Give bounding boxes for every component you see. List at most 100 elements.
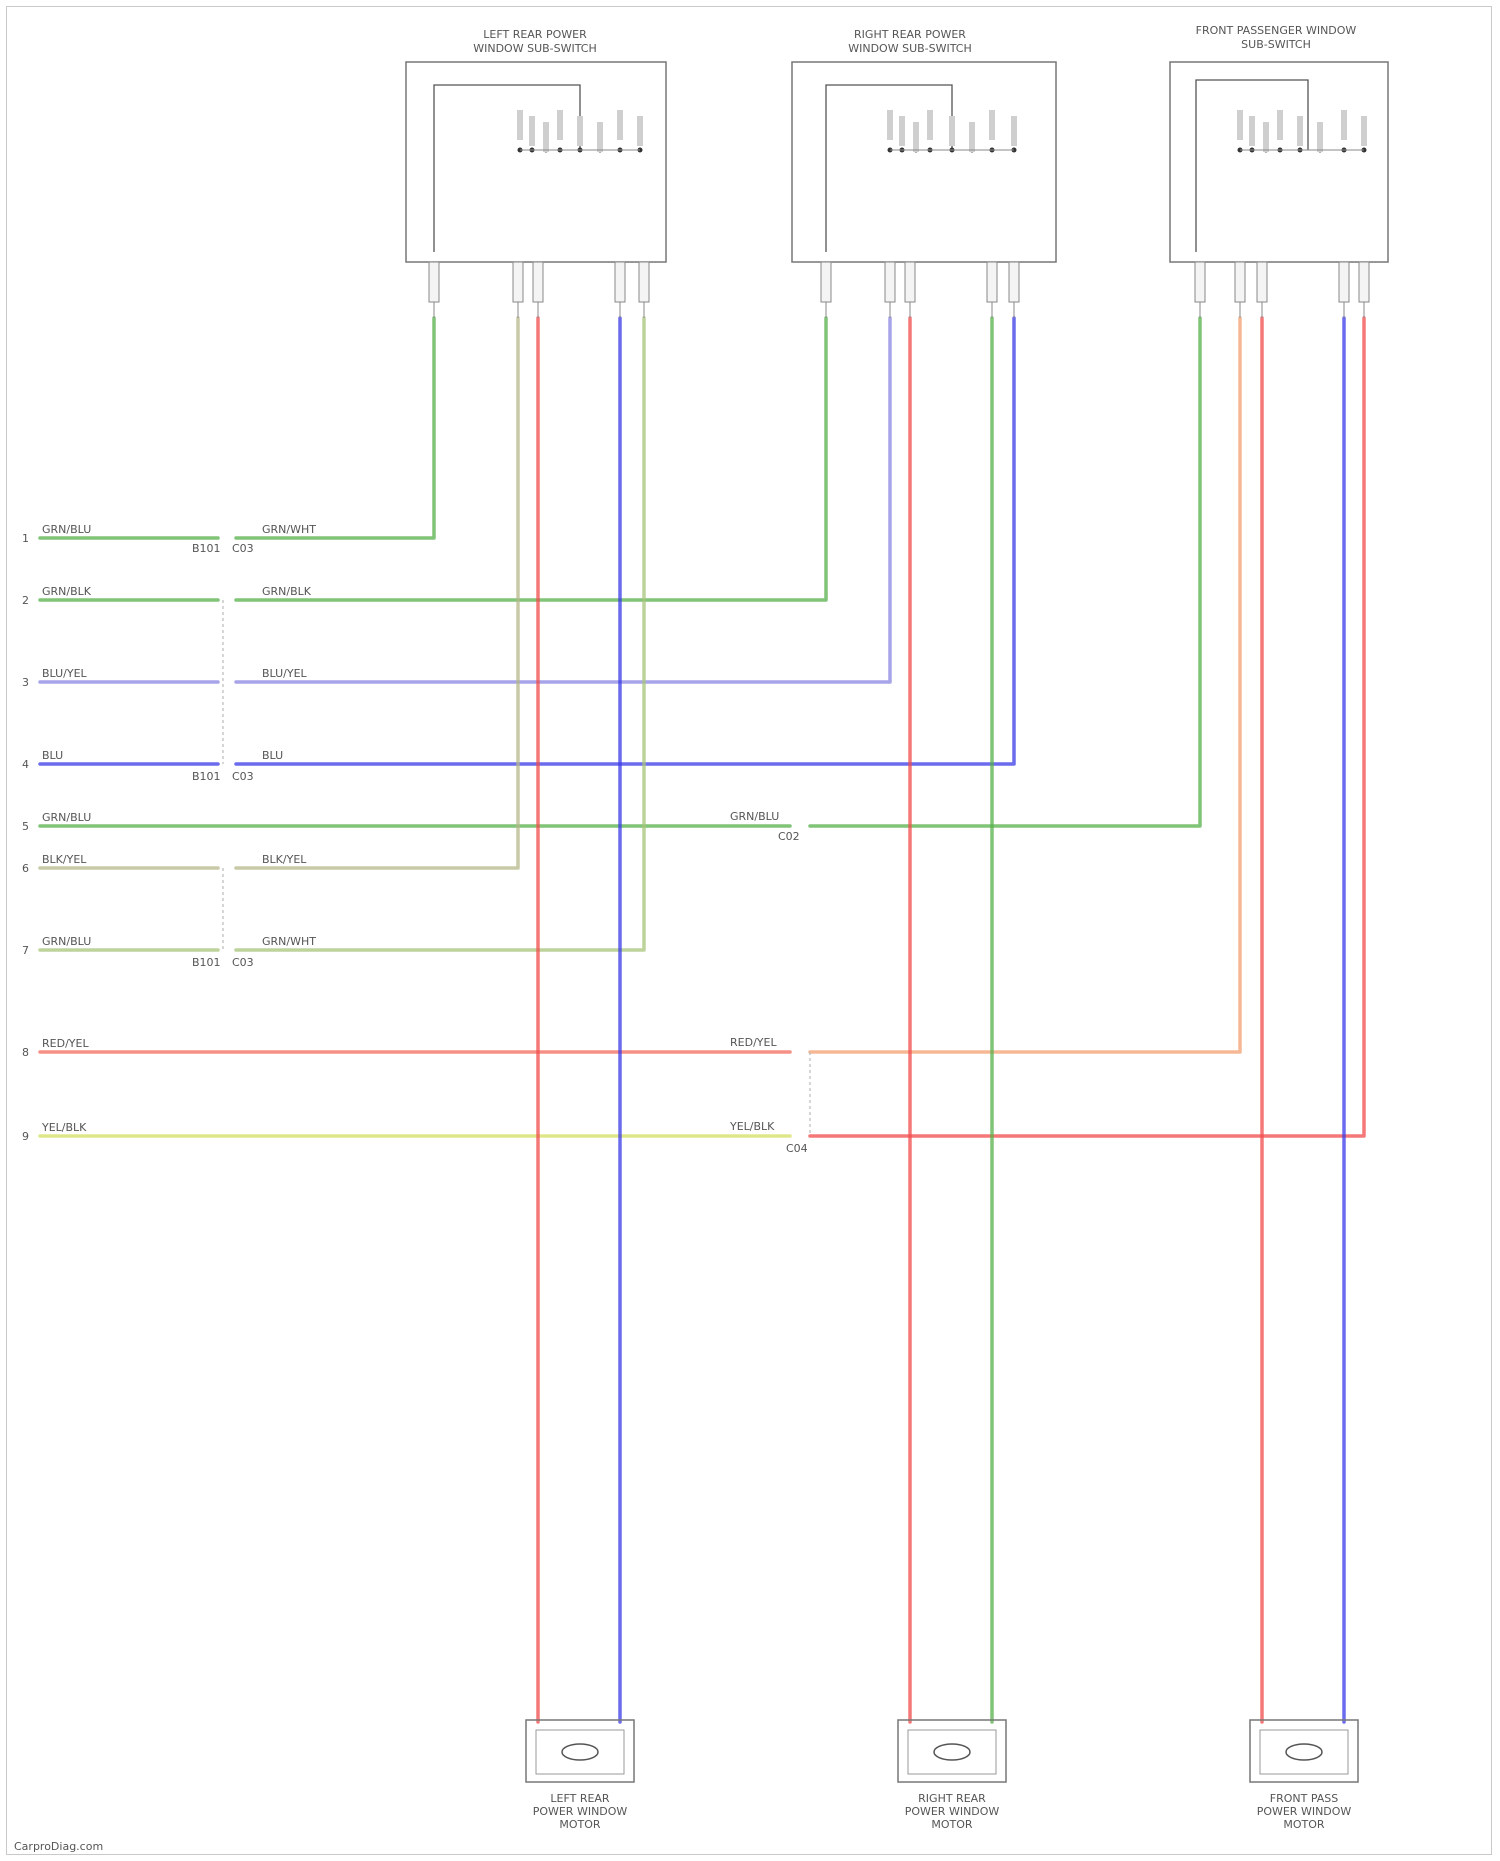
switch-terminal-label (1361, 116, 1367, 146)
switch-terminal-label (1011, 116, 1017, 146)
motor-label: MOTOR (931, 1818, 973, 1831)
wire-label-left: YEL/BLK (41, 1121, 87, 1134)
connector-pin (1339, 262, 1349, 302)
wire-label-right: GRN/WHT (262, 935, 316, 948)
wire-label-right: BLU (262, 749, 283, 762)
switch-terminal-label (597, 122, 603, 152)
module-pins (429, 262, 1369, 318)
connector-ref: C04 (786, 1142, 808, 1155)
mid-label-yellow: YEL/BLK (729, 1120, 775, 1133)
wire-row-8-red (40, 318, 1240, 1052)
switch-terminal-label (1237, 110, 1243, 140)
connector-ref: C03 (232, 770, 254, 783)
connector-ref: C02 (778, 830, 800, 843)
wire-label-left: BLK/YEL (42, 853, 87, 866)
wire-row-1-green (40, 318, 434, 538)
row-number: 9 (22, 1130, 29, 1143)
switch-terminal-label (913, 122, 919, 152)
mid-label-red: RED/YEL (730, 1036, 777, 1049)
row-number: 8 (22, 1046, 29, 1059)
footer-watermark: CarproDiag.com (14, 1840, 103, 1853)
row-number: 1 (22, 532, 29, 545)
connector-ref: C03 (232, 956, 254, 969)
module-subtitle: SUB-SWITCH (1241, 38, 1311, 51)
motor-label: LEFT REAR (550, 1792, 610, 1805)
wire-label-left: GRN/BLK (42, 585, 92, 598)
motor-left-rear: LEFT REAR POWER WINDOW MOTOR (526, 1720, 634, 1831)
switch-terminal-label (949, 116, 955, 146)
connector-pin (987, 262, 997, 302)
wire-label-right: GRN/WHT (262, 523, 316, 536)
connector-pin (533, 262, 543, 302)
switch-terminal-label (517, 110, 523, 140)
connector-pin (1359, 262, 1369, 302)
motor-label: MOTOR (559, 1818, 601, 1831)
switch-terminal-label (1249, 116, 1255, 146)
connector-pin (905, 262, 915, 302)
connector-pin (639, 262, 649, 302)
module-title: LEFT REAR POWER (483, 28, 587, 41)
switch-terminal-label (577, 116, 583, 146)
wire-label-right: BLK/YEL (262, 853, 307, 866)
connector-refs: B101 C03 B101 C03 B101 C03 C02 C04 (192, 542, 808, 1155)
switch-contacts (517, 110, 1367, 153)
module-title: RIGHT REAR POWER (854, 28, 966, 41)
motor-right-rear: RIGHT REAR POWER WINDOW MOTOR (898, 1720, 1006, 1831)
switch-terminal-label (1317, 122, 1323, 152)
row-number: 4 (22, 758, 29, 771)
connector-ref: C03 (232, 542, 254, 555)
switch-terminal-label (1277, 110, 1283, 140)
mid-labels: GRN/BLU RED/YEL YEL/BLK (729, 810, 779, 1133)
motor-label: POWER WINDOW (1257, 1805, 1352, 1818)
switch-terminal-label (899, 116, 905, 146)
motor-label: RIGHT REAR (918, 1792, 986, 1805)
connector-ref: B101 (192, 956, 221, 969)
row-labels: 1GRN/BLUGRN/WHT2GRN/BLKGRN/BLK3BLU/YELBL… (22, 523, 316, 1143)
wire-row-7-green-white (40, 318, 644, 950)
switch-terminal-label (637, 116, 643, 146)
switch-terminal-label (557, 110, 563, 140)
motor-label: POWER WINDOW (533, 1805, 628, 1818)
row-number: 2 (22, 594, 29, 607)
connector-pin (821, 262, 831, 302)
module-subtitle: WINDOW SUB-SWITCH (848, 42, 972, 55)
connector-pin (1009, 262, 1019, 302)
switch-terminal-label (1263, 122, 1269, 152)
wire-label-left: GRN/BLU (42, 523, 91, 536)
wire-row-3-blue-yellow (40, 318, 890, 682)
connector-pin (885, 262, 895, 302)
switch-terminal-label (927, 110, 933, 140)
wire-row-9-yellow (40, 318, 1364, 1136)
wire-row-4-blue (40, 318, 1014, 764)
module-title: FRONT PASSENGER WINDOW (1196, 24, 1357, 37)
switch-terminal-label (617, 110, 623, 140)
wire-label-left: BLU (42, 749, 63, 762)
connector-pin (615, 262, 625, 302)
motor-symbol-icon (934, 1744, 970, 1760)
row-number: 5 (22, 820, 29, 833)
switch-terminal-label (1297, 116, 1303, 146)
connector-pin (513, 262, 523, 302)
wire-label-left: BLU/YEL (42, 667, 88, 680)
connector-ref: B101 (192, 770, 221, 783)
motor-symbol-icon (562, 1744, 598, 1760)
connector-pin (1195, 262, 1205, 302)
module-subtitle: WINDOW SUB-SWITCH (473, 42, 597, 55)
row-number: 7 (22, 944, 29, 957)
switch-terminal-label (887, 110, 893, 140)
motor-label: POWER WINDOW (905, 1805, 1000, 1818)
switch-terminal-label (529, 116, 535, 146)
switch-terminal-label (989, 110, 995, 140)
connector-pin (1257, 262, 1267, 302)
wire-label-left: RED/YEL (42, 1037, 89, 1050)
row-number: 6 (22, 862, 29, 875)
wire-label-right: BLU/YEL (262, 667, 308, 680)
motor-symbol-icon (1286, 1744, 1322, 1760)
connector-pin (429, 262, 439, 302)
wire-label-left: GRN/BLU (42, 811, 91, 824)
module-front-passenger: FRONT PASSENGER WINDOW SUB-SWITCH (1170, 24, 1388, 262)
module-left-rear: LEFT REAR POWER WINDOW SUB-SWITCH (406, 28, 666, 262)
row-number: 3 (22, 676, 29, 689)
